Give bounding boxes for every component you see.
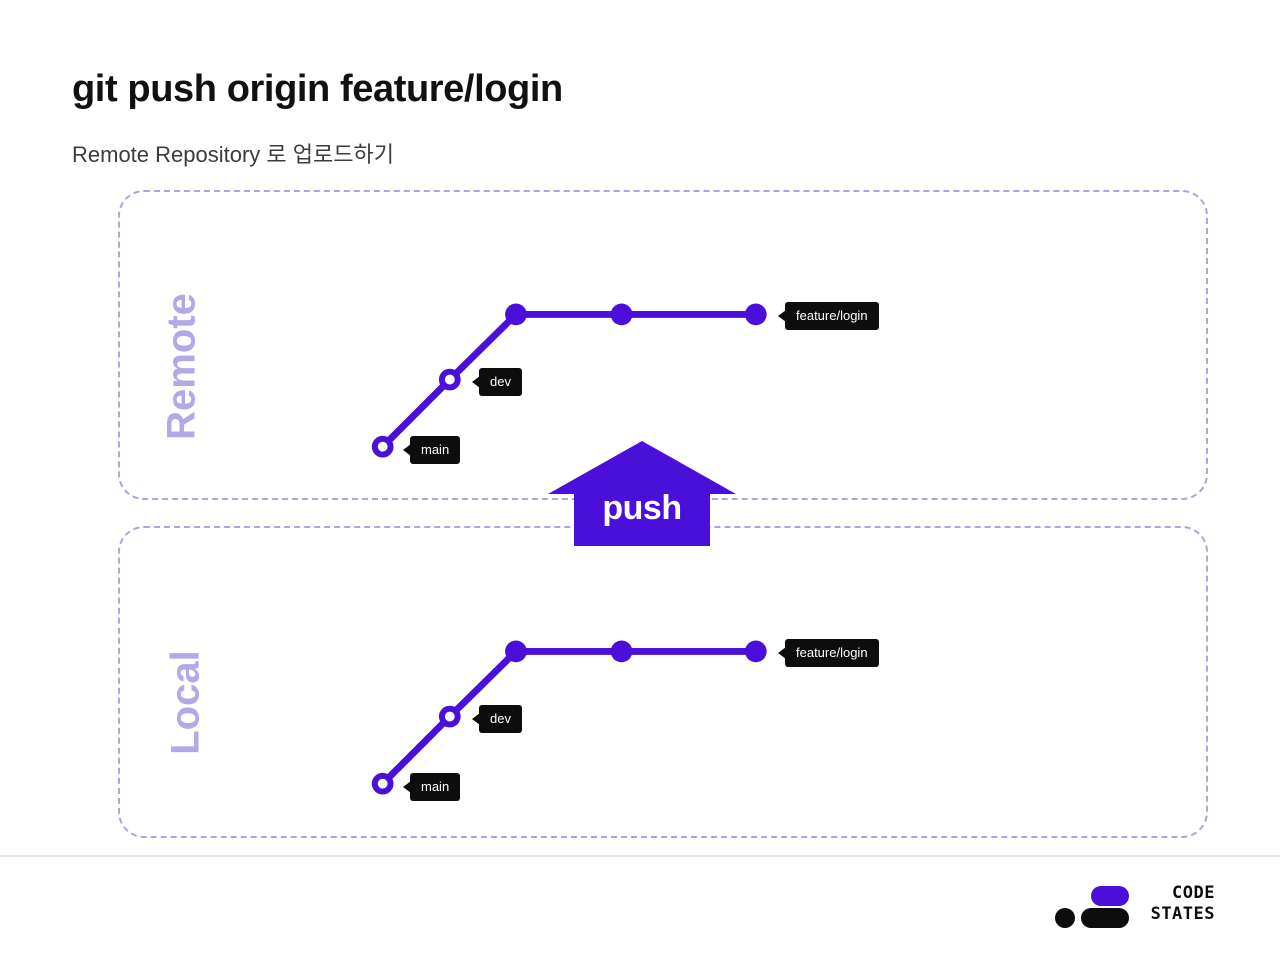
commit-node-head[interactable] [744, 640, 767, 663]
branch-label-dev[interactable]: dev [472, 705, 522, 733]
branch-label-dev[interactable]: dev [472, 368, 522, 396]
commit-node-main[interactable] [371, 435, 394, 458]
commit-edge [446, 647, 520, 721]
commit-node-merge[interactable] [505, 640, 527, 663]
commit-node-c2[interactable] [610, 303, 633, 326]
local-commit-graph [371, 640, 767, 795]
codestates-logo: CODE STATES [1055, 880, 1215, 932]
commit-node-head[interactable] [744, 303, 767, 326]
codestates-logo-mark [1055, 886, 1129, 928]
branch-label-main[interactable]: main [402, 436, 461, 464]
branch-label-feature-login[interactable]: feature/login [778, 302, 879, 330]
brand-line-states: STATES [1150, 904, 1215, 924]
commit-node-main[interactable] [371, 772, 394, 795]
brand-line-code: CODE [1172, 883, 1215, 903]
branch-label-main[interactable]: main [402, 773, 461, 801]
branch-label-feature-login[interactable]: feature/login [778, 639, 879, 667]
commit-node-dev[interactable] [438, 368, 461, 391]
commit-node-merge[interactable] [505, 303, 527, 326]
commit-edge [379, 376, 454, 451]
commit-edge [446, 310, 520, 384]
page-title: git push origin feature/login [72, 68, 563, 110]
codestates-wordmark: CODE STATES [1133, 883, 1215, 925]
commit-node-dev[interactable] [438, 705, 461, 728]
commit-edge [379, 713, 454, 788]
push-arrow-icon [548, 441, 736, 546]
remote-commit-graph [371, 303, 767, 458]
commit-node-c2[interactable] [610, 640, 633, 663]
page-subtitle: Remote Repository 로 업로드하기 [72, 142, 394, 167]
footer-divider [0, 855, 1280, 857]
